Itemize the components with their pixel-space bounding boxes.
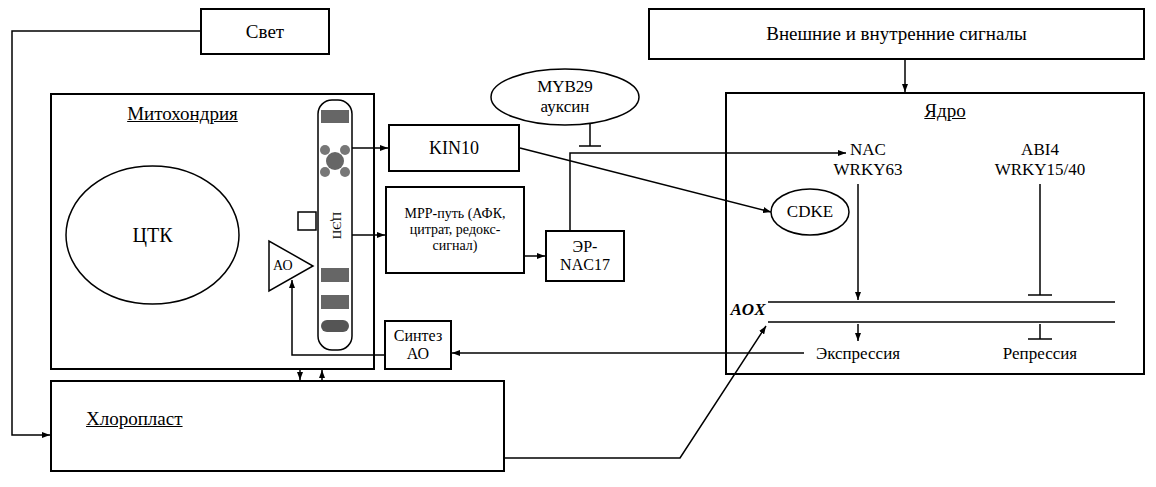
complex-circle <box>326 152 344 170</box>
organelle-box: ЯдроCDKE <box>725 92 1145 375</box>
factor-label: NAC WRKY63 <box>823 140 913 179</box>
connector-arrow <box>12 31 200 435</box>
gene-strand <box>768 321 1115 323</box>
connector-arrow <box>904 60 906 92</box>
carrier-dot <box>340 167 350 177</box>
node-text: АО <box>273 258 293 274</box>
connector-arrow <box>525 255 545 257</box>
connector-arrow <box>292 280 384 355</box>
triangle-stroke <box>269 241 313 291</box>
kinase-circle: CDKE <box>770 188 850 236</box>
heading-text: Ядро <box>924 100 965 122</box>
process-box: ЭР-NAC17 <box>545 230 625 282</box>
connector-arrow <box>452 352 804 354</box>
chain-label: ЦЭП <box>330 205 345 245</box>
gene-strand <box>768 301 1115 303</box>
node-text: MYB29 ауксин <box>529 77 601 116</box>
connector-arrow <box>299 370 301 380</box>
node-text: Внешние и внутренние сигналы <box>766 23 1027 45</box>
ellipse-stroke <box>771 189 849 235</box>
small-square <box>298 212 316 230</box>
expression-arrow <box>857 324 859 341</box>
process-box: Синтез АО <box>384 320 452 370</box>
connector-arrow <box>570 153 846 230</box>
node-text: МРР-путь (АФК, цитрат, редокс-сигнал) <box>403 206 507 254</box>
repression-line <box>1039 324 1041 339</box>
complex-block <box>321 110 349 123</box>
carrier-dot <box>320 167 330 177</box>
membrane-column <box>318 100 352 350</box>
connector-arrow <box>321 370 323 380</box>
complex-block <box>321 268 349 282</box>
node-text: Синтез АО <box>390 327 446 364</box>
organelle-box: МитохондрияЦТК АО <box>50 93 375 370</box>
node-text: CDKE <box>787 202 833 222</box>
node-text: ЦТК <box>133 224 173 247</box>
regulator-ellipse: MYB29 ауксин <box>490 68 640 126</box>
signal-box: Свет <box>200 8 330 55</box>
heading-text: Хлоропласт <box>86 408 183 430</box>
process-box: МРР-путь (АФК, цитрат, редокс-сигнал) <box>385 186 525 274</box>
organelle-box: Хлоропласт <box>50 380 505 472</box>
inhibition-line <box>1039 184 1041 295</box>
activation-arrow <box>857 184 859 300</box>
carrier-dot <box>320 145 330 155</box>
cycle-ellipse: ЦТК <box>65 165 240 305</box>
inhibition-bar <box>579 145 601 147</box>
node-text: Свет <box>246 21 284 43</box>
effect-label: Репрессия <box>990 344 1090 364</box>
connector-arrow <box>352 147 388 149</box>
ellipse-stroke <box>491 69 639 125</box>
connector-arrow <box>520 148 771 212</box>
oxidase-triangle: АО <box>268 240 314 292</box>
heading-text: Митохондрия <box>127 103 238 125</box>
effect-label: Экспрессия <box>808 344 908 364</box>
repression-bar <box>1028 338 1052 340</box>
inhibition-bar <box>1028 294 1052 296</box>
complex-block <box>321 295 349 309</box>
connector-arrow <box>352 234 385 236</box>
node-text: KIN10 <box>429 138 479 159</box>
gene-label: AOX <box>729 300 767 320</box>
atp-synthase-bar <box>321 320 349 332</box>
node-text: ЭР-NAC17 <box>554 238 616 275</box>
factor-label: ABI4 WRKY15/40 <box>990 140 1090 179</box>
inhibition-line <box>589 124 591 146</box>
process-box: KIN10 <box>388 124 520 172</box>
signal-box: Внешние и внутренние сигналы <box>648 8 1145 60</box>
carrier-dot <box>340 145 350 155</box>
ellipse-stroke <box>66 166 239 304</box>
